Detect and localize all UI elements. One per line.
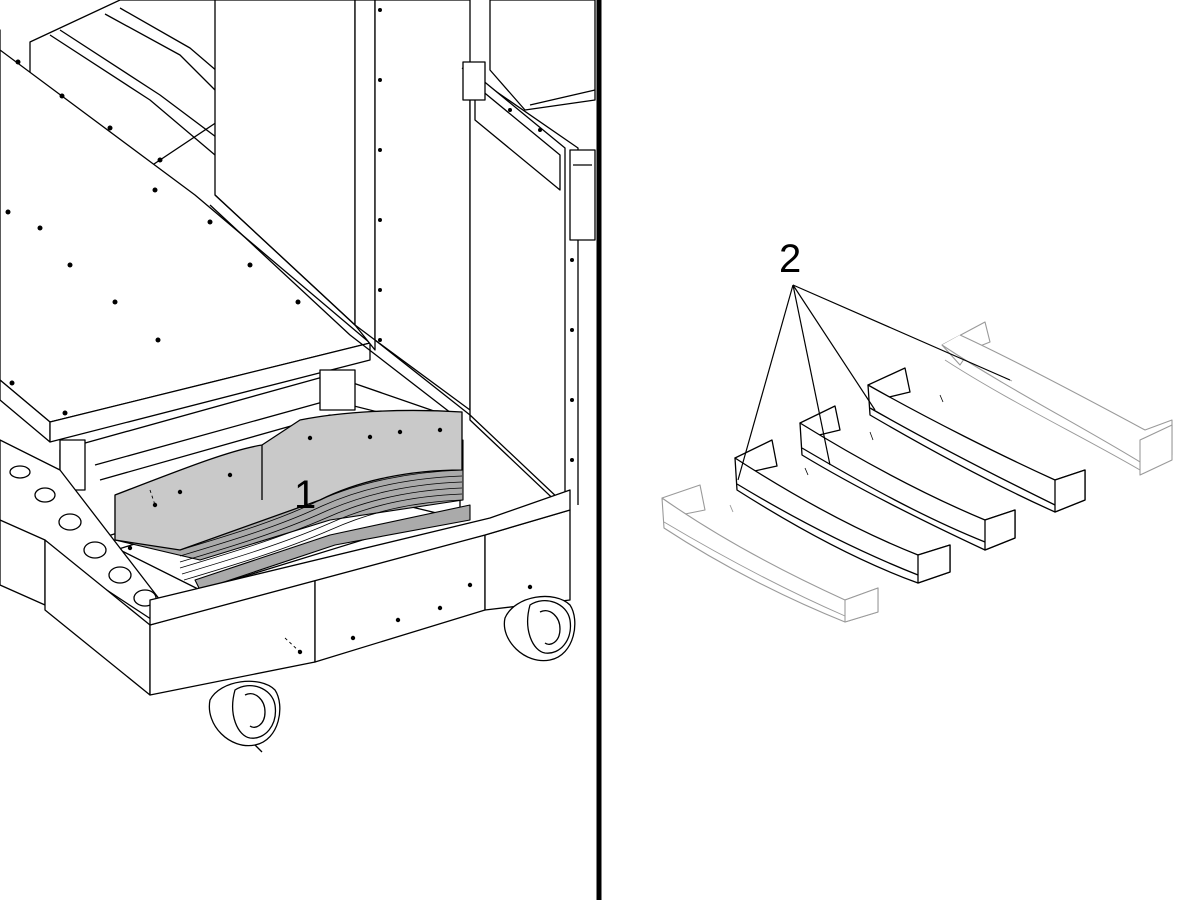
bellows-segment-3	[799, 405, 1016, 551]
bellows-segment-4	[867, 367, 1086, 513]
callout-2-leaders	[737, 284, 1011, 481]
caster-front	[208, 680, 281, 753]
bellows-segment-2	[734, 439, 951, 584]
roller-conveyor	[0, 439, 161, 626]
table-plate	[0, 29, 371, 443]
callout-1: 1	[294, 473, 316, 517]
bellows-segment-5	[941, 321, 1173, 476]
caster-rear	[503, 595, 576, 662]
right-panel-exploded-view: 2	[661, 237, 1173, 623]
front-skirt	[44, 489, 571, 696]
callout-2: 2	[779, 237, 801, 281]
column-frame	[209, 0, 596, 511]
left-panel-machine-view: 1	[0, 0, 596, 753]
bellows-segment-1	[661, 484, 879, 623]
bellows-cover-1	[114, 409, 471, 591]
